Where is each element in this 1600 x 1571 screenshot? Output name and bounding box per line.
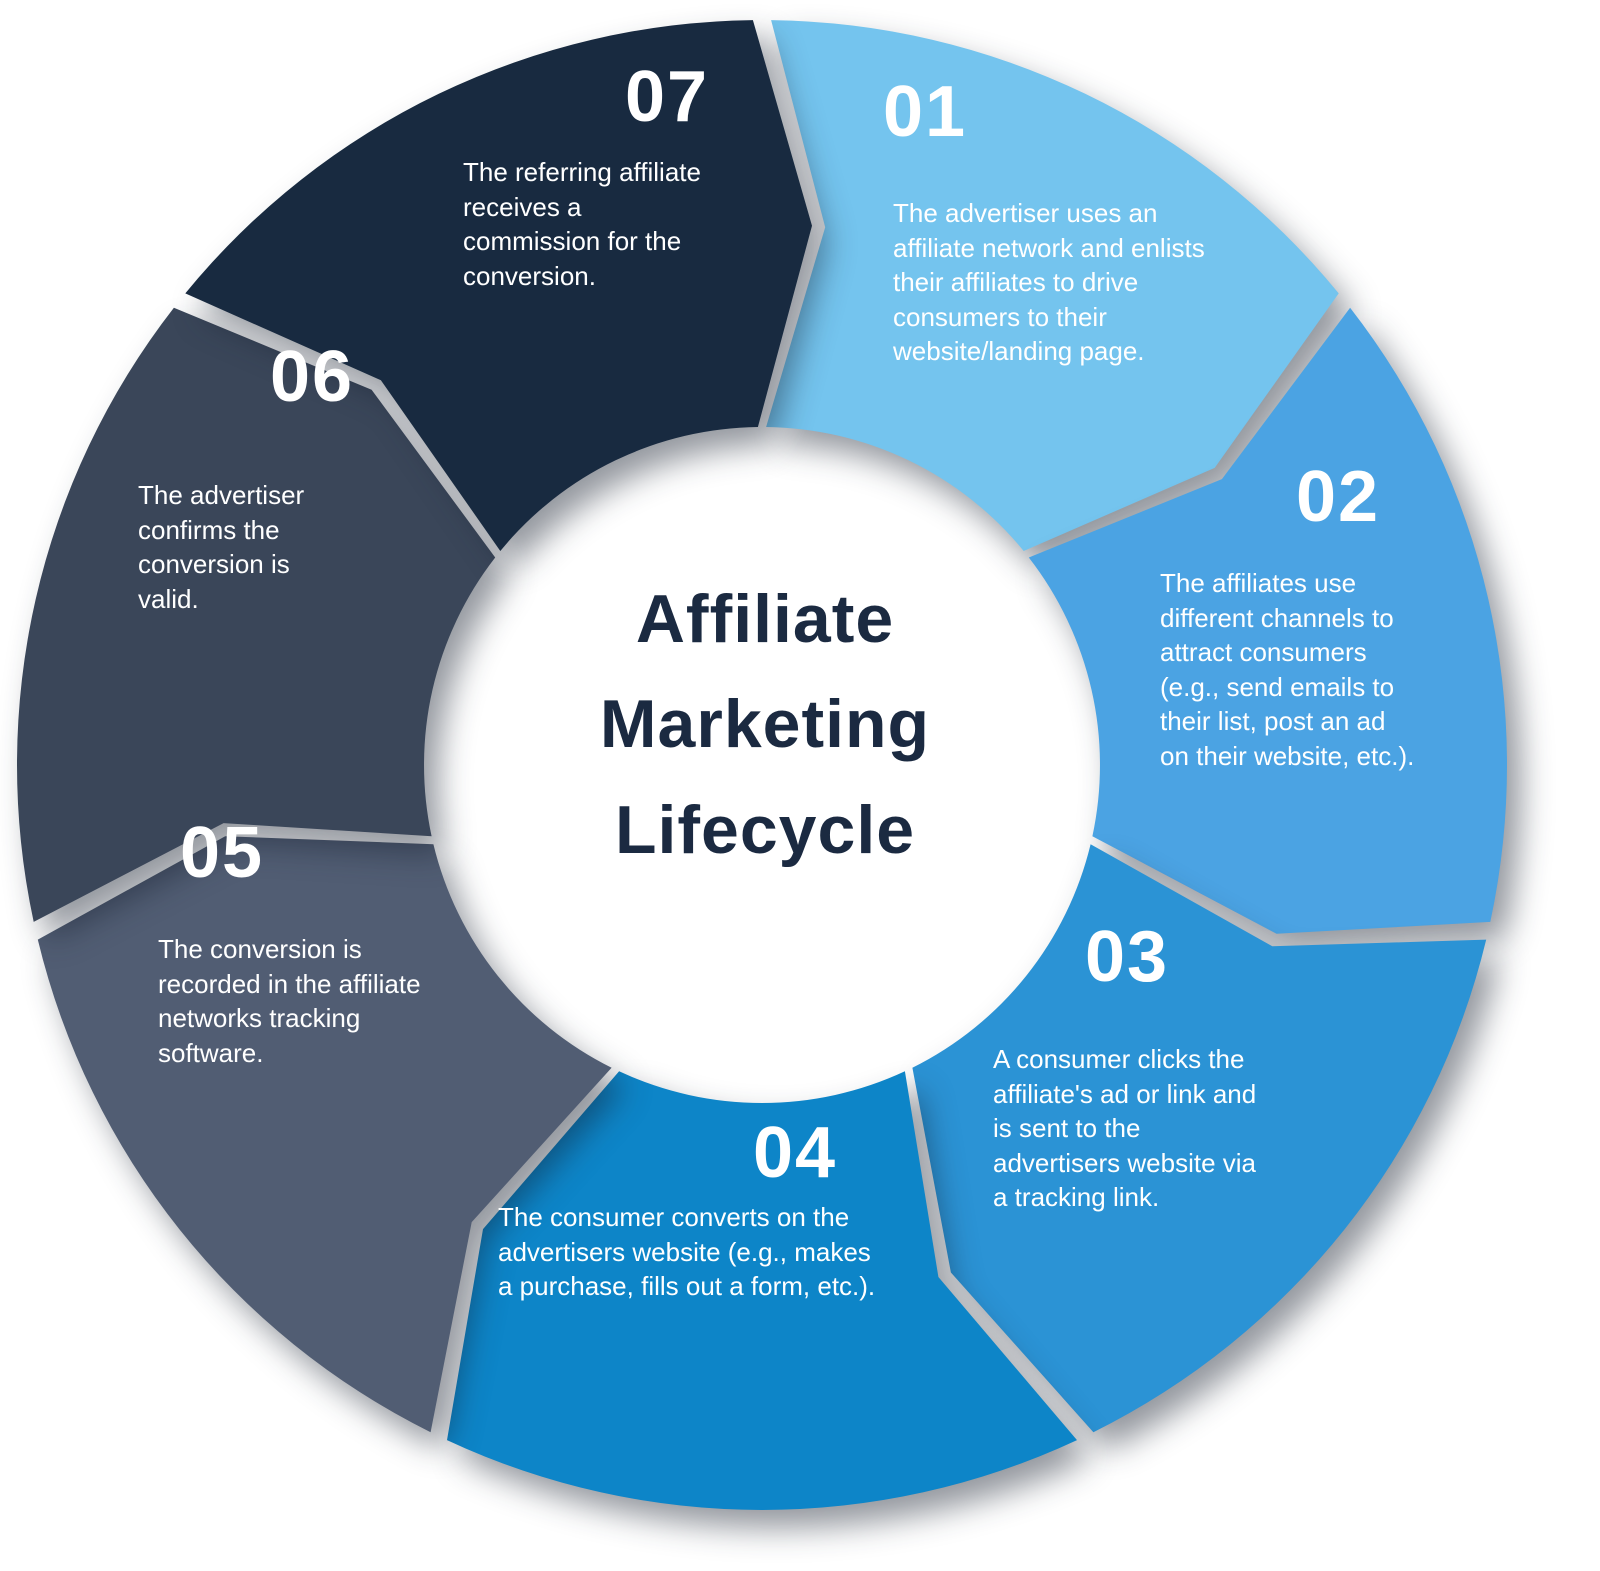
segment-06-shape (17, 307, 496, 922)
diagram-title: Affiliate Marketing Lifecycle (445, 567, 1085, 883)
title-line-1: Affiliate (635, 580, 895, 657)
segment-02-shape (1028, 307, 1507, 934)
segment-07-number: 07 (624, 57, 710, 137)
segment-03-description: A consumer clicks the affiliate's ad or … (993, 1044, 1257, 1213)
title-line-3: Lifecycle (614, 791, 916, 868)
segment-01-description: The advertiser uses an affiliate network… (893, 198, 1205, 367)
segment-05-number: 05 (179, 813, 265, 893)
segment-07-description: The referring affiliate receives a commi… (463, 157, 701, 291)
segment-05-description: The conversion is recorded in the affili… (158, 934, 421, 1068)
segment-02-number: 02 (1295, 457, 1381, 537)
segment-01-number: 01 (882, 72, 968, 152)
segment-04-shape (447, 1071, 1077, 1510)
segment-04-description: The consumer converts on the advertisers… (498, 1202, 876, 1302)
segment-06-description: The advertiser confirms the conversion i… (138, 480, 305, 614)
segment-01-shape (766, 20, 1339, 552)
title-line-2: Marketing (599, 686, 931, 763)
segment-07-shape (185, 20, 813, 552)
segment-03-shape (912, 844, 1487, 1433)
segment-03-number: 03 (1084, 917, 1170, 997)
segment-02-description: The affiliates use different channels to… (1160, 568, 1415, 771)
segment-05-shape (37, 836, 612, 1433)
segment-04-number: 04 (752, 1113, 838, 1193)
segment-06-number: 06 (269, 337, 355, 417)
